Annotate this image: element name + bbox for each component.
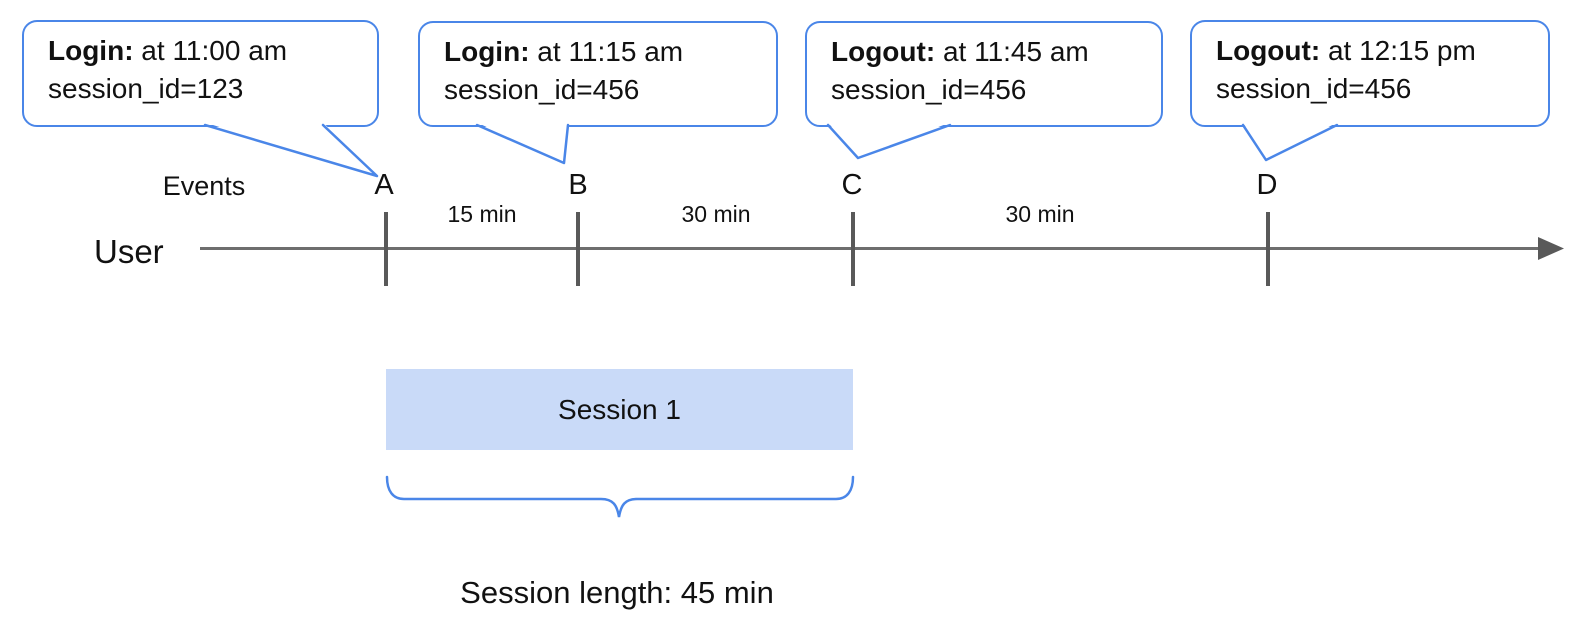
callout-detail: session_id=456 (831, 74, 1027, 105)
event-letter-b: B (568, 169, 588, 201)
callout-tail-b-outline (475, 123, 570, 165)
callout-event-a: Login: at 11:00 am session_id=123 (22, 20, 379, 127)
callout-title: Login: (444, 36, 530, 67)
session-1-label: Session 1 (558, 393, 681, 425)
callout-tail-a-outline (203, 123, 379, 178)
callout-tail-a (205, 122, 377, 176)
timeline-arrow-icon (1538, 237, 1564, 260)
callout-tail-d-outline (1241, 123, 1339, 162)
interval-label-ab: 15 min (447, 201, 517, 227)
callout-tail-d (1243, 122, 1337, 160)
callout-title: Login: (48, 35, 134, 66)
callout-detail: session_id=456 (1216, 73, 1412, 104)
callout-line1: Login: at 11:00 am (48, 32, 359, 70)
session-length-caption: Session length: 45 min (460, 575, 774, 610)
session-1-box: Session 1 (386, 369, 853, 450)
interval-label-bc: 30 min (681, 201, 751, 227)
callout-tail-b (477, 122, 568, 163)
callout-time: at 11:15 am (529, 36, 684, 67)
session-brace (385, 475, 855, 518)
interval-label-cd: 30 min (1005, 201, 1075, 227)
callout-time: at 12:15 pm (1320, 35, 1476, 66)
callout-detail: session_id=456 (444, 74, 640, 105)
callout-tail-c-outline (826, 123, 952, 160)
callout-event-c: Logout: at 11:45 am session_id=456 (805, 21, 1163, 127)
callout-line1: Login: at 11:15 am (444, 33, 758, 71)
callout-title: Logout: (1216, 35, 1321, 66)
event-letter-d: D (1256, 169, 1278, 201)
events-axis-label: Events (162, 171, 246, 201)
callout-event-b: Login: at 11:15 am session_id=456 (418, 21, 778, 127)
user-row-label: User (94, 233, 164, 270)
callout-tail-c (828, 122, 950, 158)
event-letter-a: A (374, 169, 394, 201)
callout-time: at 11:00 am (133, 35, 288, 66)
callout-event-d: Logout: at 12:15 pm session_id=456 (1190, 20, 1550, 127)
event-letter-c: C (841, 169, 863, 201)
callout-detail: session_id=123 (48, 73, 244, 104)
callout-time: at 11:45 am (935, 36, 1089, 67)
callout-line1: Logout: at 11:45 am (831, 33, 1143, 71)
callout-title: Logout: (831, 36, 936, 67)
callout-line1: Logout: at 12:15 pm (1216, 32, 1530, 70)
